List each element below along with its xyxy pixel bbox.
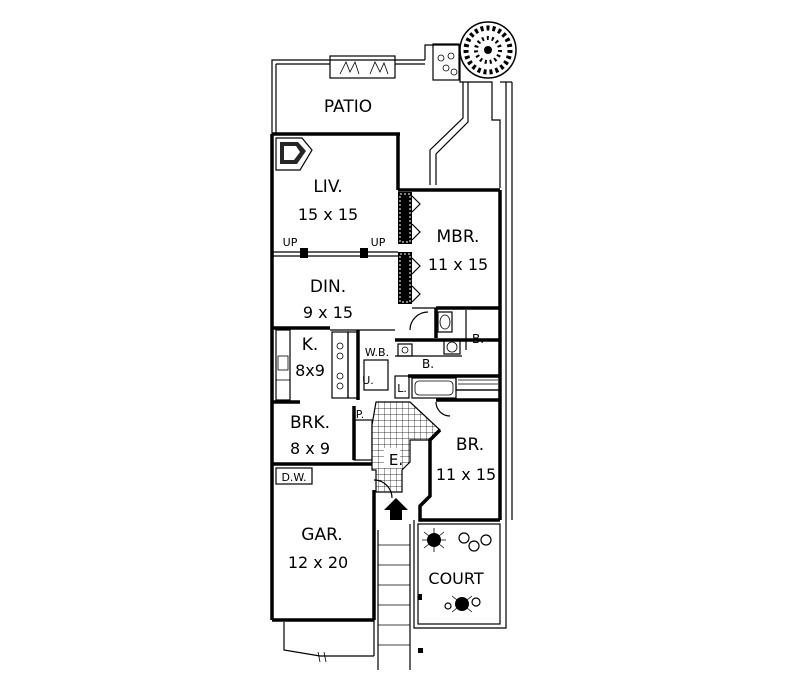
- patio-planter: [329, 55, 396, 79]
- br-size: 11 x 15: [436, 465, 496, 484]
- brk-label: BRK.: [290, 413, 330, 433]
- court-label: COURT: [428, 569, 483, 588]
- din-label: DIN.: [310, 277, 346, 297]
- brk-size: 8 x 9: [290, 439, 330, 458]
- br-label: BR.: [456, 435, 484, 455]
- kitchen-counter-left: [275, 329, 291, 401]
- plant-icon: [422, 528, 446, 552]
- up-left-label: UP: [283, 236, 298, 249]
- master-bedroom: MBR. 11 x 15: [398, 192, 500, 310]
- kitchen-counter-right: [331, 331, 349, 399]
- dw-box: [275, 467, 313, 485]
- closet-lower: [398, 252, 412, 304]
- dw-label: D.W.: [281, 471, 306, 484]
- tree-icon: [459, 21, 517, 79]
- din-size: 9 x 15: [303, 303, 353, 322]
- court: COURT: [413, 520, 507, 629]
- gar-label: GAR.: [301, 525, 342, 545]
- exterior-walls: [270, 132, 502, 622]
- breakfast-area: P. BRK. 8 x 9: [272, 406, 374, 466]
- mbr-size: 11 x 15: [428, 255, 488, 274]
- entry-arrow-icon: [384, 498, 408, 520]
- gar-size: 12 x 20: [288, 553, 348, 572]
- fireplace: [275, 137, 313, 171]
- entry: E.: [371, 401, 441, 520]
- wb-label: W.B.: [365, 346, 389, 359]
- bathtub-mbr: [437, 311, 453, 333]
- entry-label: E.: [389, 451, 403, 469]
- pantry: [353, 419, 373, 461]
- util-label: U.: [362, 374, 374, 387]
- closet-upper: [398, 192, 412, 244]
- living-room: UP UP LIV. 15 x 15: [272, 137, 398, 258]
- up-right-label: UP: [371, 236, 386, 249]
- corner-planter: [432, 43, 460, 81]
- patio-label: PATIO: [324, 97, 372, 117]
- plant-icon: [444, 595, 481, 613]
- pantry-label: P.: [356, 408, 364, 421]
- kitchen-size: 8x9: [295, 361, 325, 380]
- liv-label: LIV.: [313, 177, 342, 197]
- kitchen: K. 8x9 W.B. U.: [272, 329, 389, 404]
- dining-room: DIN. 9 x 15: [272, 277, 429, 331]
- patio-area: PATIO: [271, 21, 517, 520]
- liv-size: 15 x 15: [298, 205, 358, 224]
- walkway: [377, 524, 423, 670]
- garage: D.W. GAR. 12 x 20: [275, 467, 375, 663]
- plant-icon: [458, 532, 492, 552]
- kitchen-label: K.: [302, 335, 319, 355]
- bedroom: BR. 11 x 15: [418, 398, 500, 522]
- linen-label: L.: [397, 382, 407, 395]
- bath2-label: B.: [422, 357, 434, 371]
- bath-area: B. B. L.: [394, 308, 501, 399]
- mbr-label: MBR.: [437, 227, 480, 247]
